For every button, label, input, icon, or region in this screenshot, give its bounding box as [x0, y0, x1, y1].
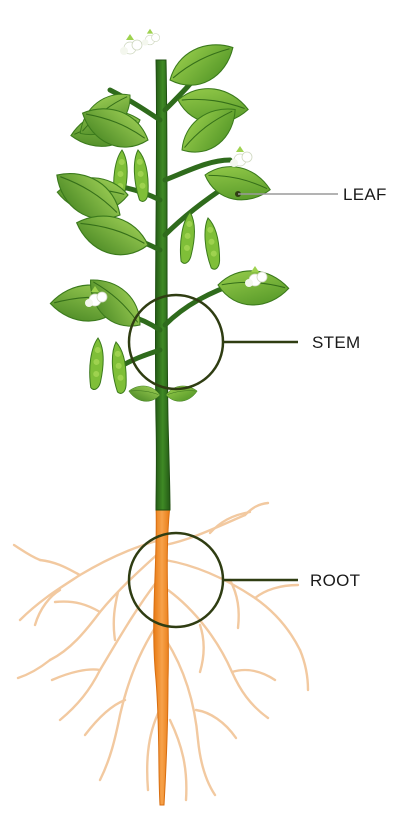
leaf-label: LEAF: [343, 185, 387, 204]
root-label: ROOT: [310, 571, 360, 590]
stem-label: STEM: [312, 333, 360, 352]
stem-highlight-circle: [127, 293, 225, 391]
taproot: [153, 504, 171, 806]
root-highlight-circle: [127, 531, 225, 629]
lateral-roots: [12, 501, 310, 802]
main-stem: [154, 59, 171, 511]
root-system: [12, 501, 310, 806]
label-pointers: [127, 191, 338, 629]
leaves: [45, 36, 292, 402]
